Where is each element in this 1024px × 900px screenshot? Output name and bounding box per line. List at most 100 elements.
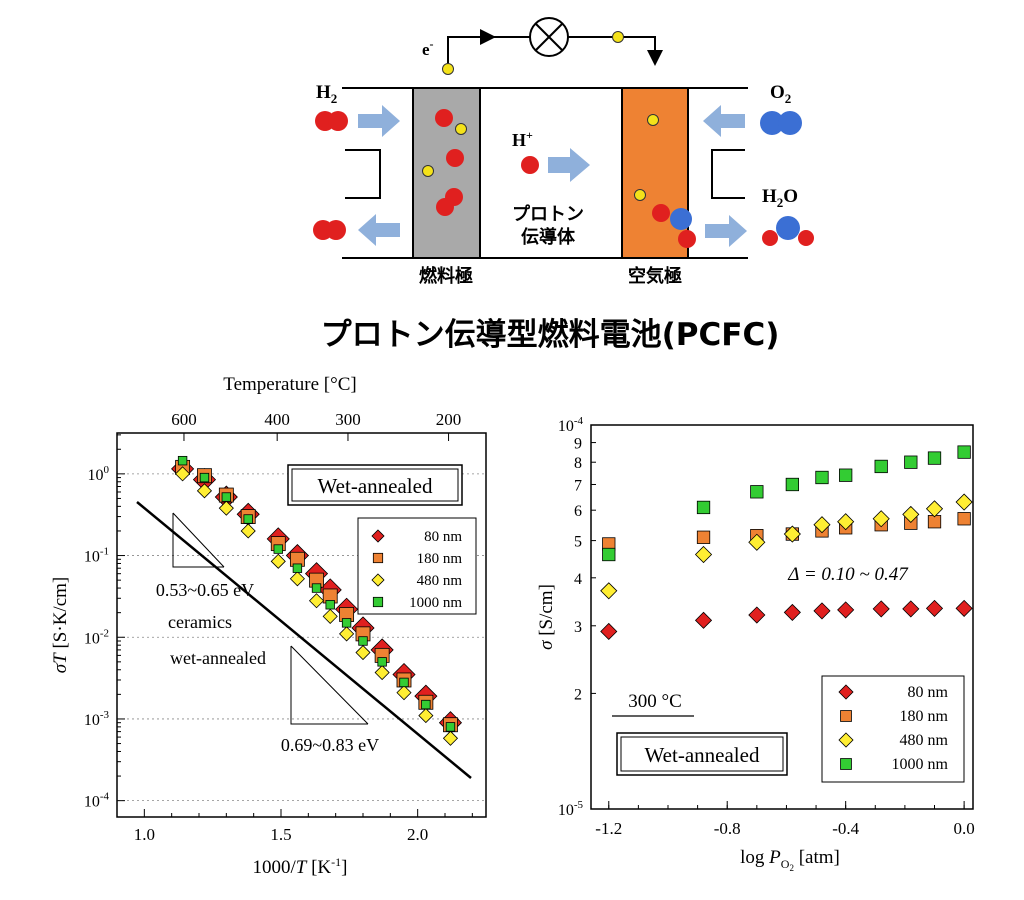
data-point: [445, 722, 456, 732]
y-tick-label: 10-3: [84, 709, 110, 729]
h2o-label: H2O: [762, 186, 798, 210]
y-minor-tick-label: 5: [574, 534, 582, 551]
data-point: [199, 472, 210, 483]
y-axis-label: σ [S/cm]: [536, 584, 557, 650]
data-point: [750, 485, 764, 499]
legend-marker: [372, 552, 384, 564]
data-point: [694, 611, 713, 629]
data-point: [837, 513, 855, 531]
x-tick-label: -1.2: [595, 819, 622, 838]
data-point: [955, 599, 973, 617]
data-point: [600, 622, 618, 641]
data-point: [955, 493, 973, 511]
flow-arrow-icon: [703, 105, 745, 137]
data-point: [221, 492, 232, 502]
y-minor-tick-label: 7: [574, 477, 582, 494]
x-tick-label: 2.0: [407, 825, 428, 844]
data-point: [270, 553, 286, 569]
data-point: [289, 571, 305, 587]
ceramic-trend-line: [136, 501, 472, 779]
data-point: [813, 516, 831, 534]
x-axis-label: 1000/T [K-1]: [253, 855, 348, 878]
data-point: [957, 445, 971, 459]
data-point: [927, 451, 942, 465]
y-axis-label: σT [S·K/cm]: [50, 577, 71, 673]
external-circuit: e-: [422, 17, 663, 75]
y-tick-label: 100: [88, 464, 110, 484]
cathode-block: [621, 87, 689, 259]
ceramics-label: ceramics: [168, 612, 232, 632]
y-tick-label: 10-4: [558, 415, 584, 435]
legend-label: 180 nm: [900, 708, 949, 725]
h2-molecule-icon: [315, 111, 348, 131]
legend-label: 1000 nm: [409, 595, 462, 611]
data-point: [904, 455, 918, 469]
top-tick-label: 400: [264, 410, 290, 429]
proton-label: H+: [512, 128, 533, 150]
data-point: [374, 664, 390, 681]
cathode-label: 空気極: [628, 265, 682, 287]
data-point: [785, 477, 800, 492]
data-point: [902, 600, 920, 618]
data-point: [872, 600, 890, 618]
electron-circle-icon: [442, 63, 454, 75]
x-tick-label: 1.5: [270, 825, 291, 844]
flow-arrow-icon: [358, 105, 400, 137]
data-point: [421, 699, 431, 710]
data-point: [377, 657, 387, 667]
top-tick-label: 300: [335, 410, 361, 429]
svg-text:Wet-annealed: Wet-annealed: [645, 743, 760, 767]
y-minor-tick-label: 2: [574, 686, 582, 703]
data-point: [957, 512, 971, 526]
data-point: [696, 530, 711, 544]
x-tick-label: -0.4: [832, 819, 859, 838]
slope-triangle: [172, 513, 224, 568]
electrolyte-label-2: 伝導体: [521, 226, 576, 248]
top-axis-label: Temperature [°C]: [223, 374, 356, 395]
data-point: [872, 510, 890, 528]
data-point: [322, 608, 338, 624]
data-point: [418, 708, 434, 724]
legend-label: 180 nm: [417, 551, 463, 567]
top-tick-label: 200: [436, 410, 462, 429]
electron-circle-icon: [612, 31, 624, 43]
y-minor-tick-label: 8: [574, 455, 582, 472]
y-tick-label: 10-2: [84, 627, 109, 647]
activation-energy-label: 0.69~0.83 eV: [281, 735, 379, 755]
data-point: [240, 523, 256, 539]
annotation-box: Wet-annealed: [287, 464, 463, 506]
data-point: [837, 601, 855, 619]
legend-marker: [371, 529, 385, 543]
data-point: [196, 483, 213, 499]
data-point: [341, 618, 352, 628]
data-point: [839, 468, 853, 482]
y-tick-label: 10-5: [558, 799, 584, 819]
legend-marker: [840, 710, 852, 722]
activation-energy-label: 0.53~0.65 eV: [156, 580, 254, 600]
data-point: [311, 583, 322, 593]
slope-triangle: [290, 646, 368, 725]
data-point: [748, 606, 766, 624]
flow-arrow-icon: [705, 215, 747, 247]
delta-label: Δ = 0.10 ~ 0.47: [787, 564, 909, 585]
data-point: [177, 455, 188, 466]
legend-marker: [372, 596, 384, 608]
data-point: [396, 685, 412, 701]
data-point: [925, 599, 944, 617]
data-point: [874, 459, 888, 474]
y-minor-tick-label: 6: [574, 503, 582, 520]
legend-label: 80 nm: [908, 684, 949, 701]
top-tick-label: 600: [171, 410, 197, 429]
svg-text:Wet-annealed: Wet-annealed: [318, 474, 433, 498]
data-point: [813, 602, 831, 620]
data-point: [358, 636, 368, 646]
legend-label: 80 nm: [424, 529, 462, 545]
legend-marker: [840, 758, 852, 770]
data-point: [925, 500, 944, 518]
legend-marker: [838, 684, 854, 700]
data-point: [243, 514, 253, 524]
anode-label: 燃料極: [419, 265, 473, 287]
